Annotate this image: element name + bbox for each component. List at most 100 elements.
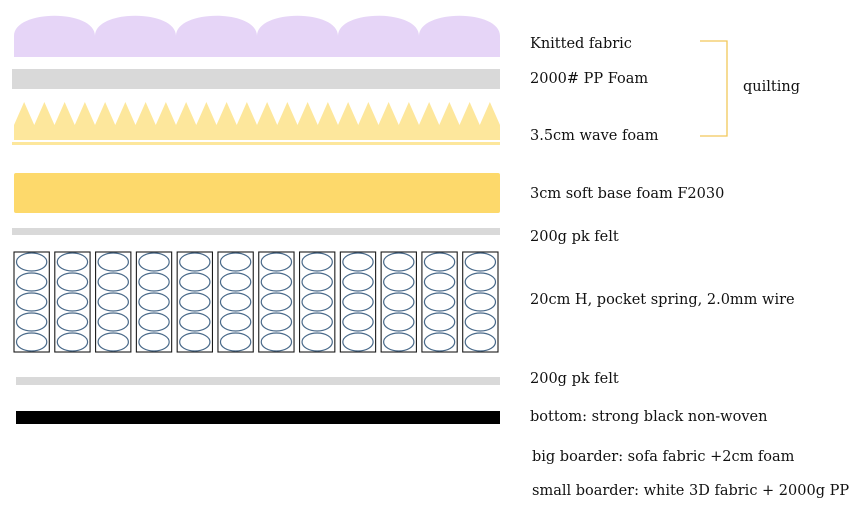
- label-quilting: quilting: [743, 79, 800, 95]
- spring-column: [462, 251, 499, 353]
- spring-coil: [423, 332, 456, 352]
- spring-coil: [464, 272, 497, 292]
- spring-coil: [464, 332, 497, 352]
- spring-coil: [56, 292, 89, 312]
- spring-pocket-outline: [135, 251, 173, 353]
- label-bottom: bottom: strong black non-woven: [530, 409, 768, 425]
- spring-coil: [383, 312, 415, 332]
- felt-bottom-layer: [16, 377, 500, 385]
- spring-coil: [138, 332, 170, 352]
- spring-column: [176, 251, 214, 353]
- spring-coil: [423, 292, 456, 312]
- spring-coil: [219, 272, 252, 292]
- spring-coil: [56, 272, 89, 292]
- spring-coil: [56, 312, 89, 332]
- spring-coil: [219, 312, 252, 332]
- spring-coil: [301, 252, 333, 272]
- quilting-bracket: [700, 40, 728, 137]
- spring-coil: [260, 292, 293, 312]
- label-felt-top: 200g pk felt: [530, 229, 619, 245]
- spring-coil: [301, 292, 333, 312]
- label-base-foam: 3cm soft base foam F2030: [530, 186, 725, 202]
- spring-column: [217, 251, 254, 353]
- spring-coil: [97, 292, 129, 312]
- spring-pocket-outline: [298, 251, 336, 353]
- spring-coil: [97, 332, 129, 352]
- spring-pocket-outline: [421, 251, 458, 353]
- label-felt-bottom: 200g pk felt: [530, 371, 619, 387]
- spring-coil: [138, 252, 170, 272]
- spring-coil: [383, 252, 415, 272]
- spring-coil: [383, 272, 415, 292]
- spring-coil: [464, 292, 497, 312]
- spring-column: [339, 251, 377, 353]
- spring-column: [421, 251, 458, 353]
- spring-coil: [260, 272, 293, 292]
- spring-column: [54, 251, 91, 353]
- spring-coil: [15, 332, 48, 352]
- label-spring: 20cm H, pocket spring, 2.0mm wire: [530, 292, 795, 308]
- spring-coil: [56, 332, 89, 352]
- bottom-nonwoven-layer: [16, 411, 500, 424]
- spring-coil: [97, 312, 129, 332]
- spring-coil: [342, 292, 374, 312]
- label-big-border: big boarder: sofa fabric +2cm foam: [532, 449, 795, 465]
- spring-coil: [301, 272, 333, 292]
- spring-pocket-outline: [217, 251, 254, 353]
- spring-column: [13, 251, 50, 353]
- spring-coil: [56, 252, 89, 272]
- spring-coil: [179, 252, 211, 272]
- knitted-fabric-layer: [14, 15, 500, 57]
- spring-coil: [179, 332, 211, 352]
- spring-coil: [342, 332, 374, 352]
- spring-column: [95, 251, 132, 353]
- spring-coil: [383, 292, 415, 312]
- spring-coil: [179, 292, 211, 312]
- spring-coil: [15, 272, 48, 292]
- spring-coil: [97, 272, 129, 292]
- wave-foam-base-line: [12, 142, 500, 145]
- label-wave-foam: 3.5cm wave foam: [530, 128, 659, 144]
- pocket-spring-layer: [13, 251, 499, 353]
- spring-pocket-outline: [13, 251, 50, 353]
- spring-coil: [301, 332, 333, 352]
- spring-coil: [179, 312, 211, 332]
- spring-coil: [219, 332, 252, 352]
- spring-coil: [342, 272, 374, 292]
- spring-pocket-outline: [380, 251, 417, 353]
- spring-coil: [342, 252, 374, 272]
- spring-pocket-outline: [54, 251, 91, 353]
- spring-column: [135, 251, 173, 353]
- spring-pocket-outline: [258, 251, 295, 353]
- spring-coil: [260, 332, 293, 352]
- spring-coil: [15, 312, 48, 332]
- spring-coil: [179, 272, 211, 292]
- spring-coil: [15, 292, 48, 312]
- spring-coil: [260, 252, 293, 272]
- base-foam-layer: [14, 173, 500, 213]
- spring-coil: [138, 312, 170, 332]
- spring-coil: [423, 272, 456, 292]
- spring-coil: [138, 272, 170, 292]
- pp-foam-layer: [12, 69, 500, 89]
- spring-coil: [15, 252, 48, 272]
- spring-coil: [219, 252, 252, 272]
- spring-coil: [464, 252, 497, 272]
- spring-pocket-outline: [176, 251, 214, 353]
- spring-pocket-outline: [462, 251, 499, 353]
- spring-coil: [138, 292, 170, 312]
- spring-coil: [260, 312, 293, 332]
- wave-foam-layer: [14, 102, 500, 140]
- spring-pocket-outline: [95, 251, 132, 353]
- label-knitted-fabric: Knitted fabric: [530, 36, 632, 52]
- felt-top-layer: [12, 228, 500, 235]
- spring-column: [258, 251, 295, 353]
- spring-column: [380, 251, 417, 353]
- spring-coil: [301, 312, 333, 332]
- spring-coil: [97, 252, 129, 272]
- label-pp-foam: 2000# PP Foam: [530, 71, 649, 87]
- spring-column: [298, 251, 336, 353]
- label-small-border: small boarder: white 3D fabric + 2000g P…: [532, 483, 850, 499]
- spring-coil: [219, 292, 252, 312]
